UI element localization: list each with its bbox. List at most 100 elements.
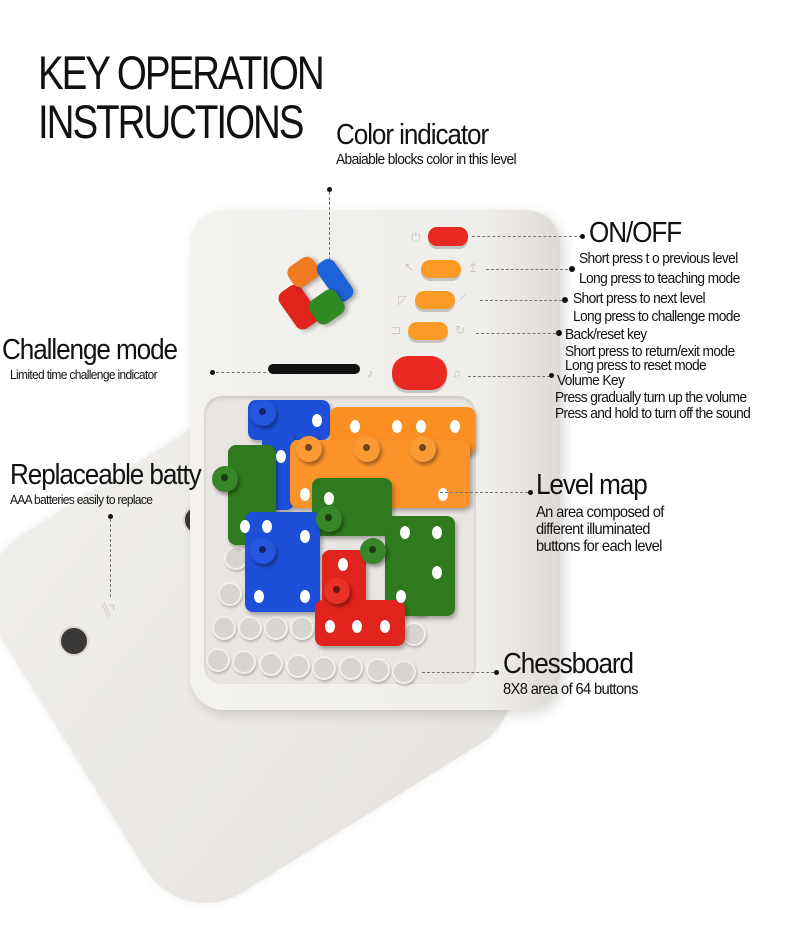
level-map-heading: Level map bbox=[536, 469, 648, 501]
green-block-knob[interactable] bbox=[316, 506, 342, 532]
block-hole bbox=[432, 526, 442, 539]
board-button[interactable] bbox=[259, 652, 283, 676]
level-map-line-1: An area composed of bbox=[536, 504, 664, 521]
on-off-line bbox=[472, 236, 582, 237]
green-block-knob[interactable] bbox=[212, 466, 238, 492]
battery-desc: AAA batteries easily to replace bbox=[10, 492, 153, 507]
up-arrow-icon: ↥ bbox=[468, 261, 479, 275]
next-level-icon: ◸ bbox=[398, 293, 408, 307]
on-off-dot bbox=[580, 234, 585, 239]
chessboard-heading: Chessboard bbox=[503, 648, 634, 680]
orange-block-knob[interactable] bbox=[354, 436, 380, 462]
volume-dot bbox=[549, 373, 554, 378]
page-title: KEY OPERATION INSTRUCTIONS bbox=[38, 46, 325, 148]
title-line-2: INSTRUCTIONS bbox=[38, 95, 305, 148]
color-indicator-dot bbox=[327, 187, 332, 192]
board-button[interactable] bbox=[290, 616, 314, 640]
block-hole bbox=[338, 558, 348, 571]
chessboard-dot bbox=[494, 670, 499, 675]
board-button[interactable] bbox=[286, 654, 310, 678]
block-hole bbox=[300, 488, 310, 501]
next-dot bbox=[562, 297, 568, 303]
previous-line bbox=[486, 269, 568, 270]
challenge-mode-line bbox=[216, 372, 266, 373]
previous-level-icon: ↖ bbox=[404, 260, 415, 274]
blue-block-knob[interactable] bbox=[250, 538, 276, 564]
orange-block-knob[interactable] bbox=[296, 436, 322, 462]
green-block-knob[interactable] bbox=[360, 538, 386, 564]
block-hole bbox=[396, 590, 406, 603]
block-hole bbox=[380, 620, 390, 633]
volume-up-icon: ♫ bbox=[452, 366, 461, 380]
battery-heading: Replaceable batty bbox=[10, 459, 202, 491]
board-button[interactable] bbox=[224, 546, 248, 570]
board-button[interactable] bbox=[392, 660, 416, 684]
on-off-line-1: Short press t o previous level bbox=[579, 250, 738, 267]
volume-line bbox=[468, 376, 550, 377]
block-hole bbox=[400, 526, 410, 539]
block-hole bbox=[416, 420, 426, 433]
reset-icon: ↻ bbox=[455, 323, 466, 337]
rubber-foot bbox=[59, 626, 89, 656]
power-icon: ⏻ bbox=[411, 230, 421, 244]
board-button[interactable] bbox=[238, 616, 262, 640]
volume-key[interactable] bbox=[392, 356, 447, 390]
block-hole bbox=[350, 420, 360, 433]
board-button[interactable] bbox=[206, 648, 230, 672]
block-hole bbox=[300, 590, 310, 603]
block-hole bbox=[262, 520, 272, 533]
block-hole bbox=[254, 590, 264, 603]
color-indicator-heading: Color indicator bbox=[336, 119, 489, 151]
on-off-line-2: Long press to teaching mode bbox=[579, 270, 740, 287]
next-level-key[interactable] bbox=[415, 291, 455, 309]
chessboard-desc: 8X8 area of 64 buttons bbox=[503, 681, 638, 698]
block-hole bbox=[276, 450, 286, 463]
back-reset-dot bbox=[556, 330, 562, 336]
challenge-mode-heading: Challenge mode bbox=[2, 334, 178, 366]
next-key-line-1: Short press to next level bbox=[573, 290, 706, 307]
block-hole bbox=[324, 492, 334, 505]
battery-callout-line bbox=[110, 519, 111, 597]
level-map-line-2: different illuminated bbox=[536, 521, 651, 538]
block-hole bbox=[240, 520, 250, 533]
challenge-mode-dot bbox=[210, 370, 215, 375]
block-hole bbox=[325, 620, 335, 633]
back-reset-heading: Back/reset key bbox=[565, 326, 647, 343]
red-block-knob[interactable] bbox=[324, 578, 350, 604]
back-reset-line-2: Long press to reset mode bbox=[565, 357, 707, 374]
board-button[interactable] bbox=[339, 656, 363, 680]
title-line-1: KEY OPERATION bbox=[38, 46, 325, 99]
block-hole bbox=[432, 566, 442, 579]
level-map-line-3: buttons for each level bbox=[536, 538, 662, 555]
level-map-line bbox=[440, 492, 528, 493]
power-key[interactable] bbox=[428, 227, 468, 246]
block-hole bbox=[312, 414, 322, 427]
board-button[interactable] bbox=[402, 622, 426, 646]
board-button[interactable] bbox=[232, 650, 256, 674]
back-reset-key[interactable] bbox=[408, 322, 448, 340]
blue-block-knob[interactable] bbox=[250, 400, 276, 426]
volume-line-1: Press gradually turn up the volume bbox=[555, 389, 747, 406]
board-button[interactable] bbox=[312, 656, 336, 680]
next-key-line-2: Long press to challenge mode bbox=[573, 308, 741, 325]
back-reset-line-1: Short press to return/exit mode bbox=[565, 343, 735, 360]
chessboard-line bbox=[422, 672, 494, 673]
block-hole bbox=[392, 420, 402, 433]
board-button[interactable] bbox=[366, 658, 390, 682]
block-hole bbox=[450, 420, 460, 433]
orange-block-knob[interactable] bbox=[410, 436, 436, 462]
board-button[interactable] bbox=[264, 616, 288, 640]
challenge-mode-indicator bbox=[268, 364, 360, 374]
battery-callout-dot bbox=[108, 514, 113, 519]
previous-dot bbox=[569, 266, 575, 272]
next-line bbox=[480, 300, 562, 301]
board-button[interactable] bbox=[212, 616, 236, 640]
back-icon: ⊐ bbox=[391, 323, 402, 337]
volume-heading: Volume Key bbox=[557, 372, 625, 389]
back-reset-line bbox=[476, 333, 556, 334]
previous-level-key[interactable] bbox=[421, 260, 461, 278]
challenge-mode-desc: Limited time challenge indicator bbox=[10, 367, 158, 382]
volume-line-2: Press and hold to turn off the sound bbox=[555, 405, 751, 422]
challenge-icon: ◜ bbox=[461, 292, 466, 306]
board-button[interactable] bbox=[218, 582, 242, 606]
